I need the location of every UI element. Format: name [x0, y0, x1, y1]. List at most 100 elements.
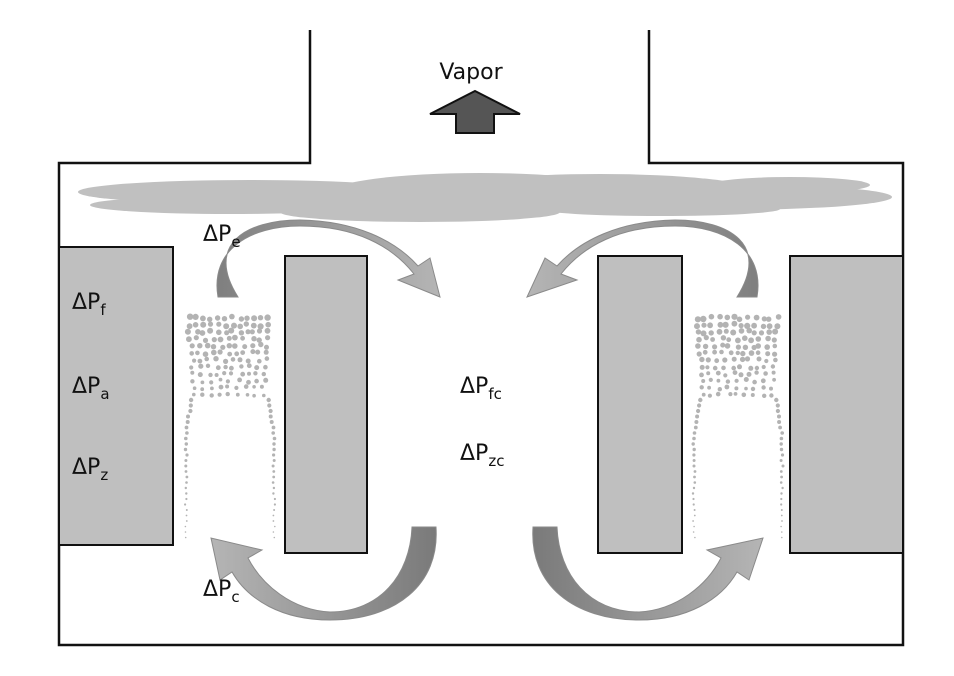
droplet: [707, 322, 713, 329]
droplet: [771, 337, 777, 343]
droplet: [254, 365, 260, 371]
droplet: [705, 357, 711, 363]
droplet: [780, 497, 783, 501]
droplet: [210, 344, 217, 350]
droplet: [702, 343, 709, 350]
droplet: [738, 323, 744, 329]
droplet: [189, 351, 194, 356]
droplet: [225, 384, 230, 389]
droplet: [257, 315, 264, 321]
droplet: [701, 322, 707, 328]
droplet: [240, 350, 246, 355]
droplet: [738, 372, 744, 378]
droplet: [751, 344, 757, 351]
droplet: [712, 365, 718, 371]
vapor-up-arrow-icon: [429, 89, 521, 134]
droplet: [699, 372, 704, 378]
droplet: [207, 316, 213, 322]
droplet: [253, 371, 258, 376]
droplet: [728, 392, 733, 397]
droplet: [781, 536, 783, 539]
droplet: [234, 385, 239, 390]
droplet: [731, 313, 738, 320]
droplet: [240, 335, 246, 341]
droplet: [223, 323, 230, 330]
droplet: [272, 520, 275, 522]
droplet: [186, 313, 194, 320]
droplet: [185, 509, 188, 511]
droplet: [238, 330, 245, 336]
droplet: [758, 330, 765, 336]
droplet: [692, 453, 696, 457]
droplet: [245, 393, 250, 397]
droplet: [753, 314, 760, 321]
droplet: [224, 330, 230, 336]
droplet: [697, 403, 702, 408]
droplet: [780, 514, 783, 517]
droplet: [764, 344, 770, 350]
droplet: [199, 330, 206, 336]
droplet: [765, 351, 771, 357]
droplet: [190, 379, 195, 384]
droplet: [226, 335, 232, 341]
droplet: [192, 358, 197, 363]
droplet: [693, 475, 696, 479]
droplet: [693, 525, 695, 528]
droplet: [267, 403, 272, 408]
label-dp-a: ΔPa: [72, 374, 110, 403]
droplet: [184, 536, 187, 539]
droplet: [707, 385, 711, 390]
droplet: [732, 370, 738, 375]
droplet: [701, 392, 706, 397]
droplet: [251, 315, 258, 322]
droplet: [218, 377, 223, 382]
droplet: [192, 313, 199, 320]
label-dp-c-sub: c: [231, 588, 239, 606]
droplet: [750, 393, 755, 397]
label-dp-f-sub: f: [100, 301, 106, 319]
droplet: [715, 370, 721, 376]
droplet: [694, 323, 700, 330]
droplet: [184, 531, 187, 533]
droplet: [692, 459, 696, 462]
droplet: [696, 351, 702, 357]
droplet: [739, 356, 746, 363]
droplet: [244, 315, 250, 321]
droplet: [744, 386, 748, 391]
droplet: [271, 464, 275, 468]
droplet: [211, 349, 217, 356]
svg-text:ΔPfc: ΔPfc: [460, 374, 502, 403]
droplet: [200, 380, 205, 385]
droplet: [216, 321, 222, 327]
droplet: [777, 420, 782, 424]
droplet: [184, 328, 191, 335]
droplet: [214, 373, 219, 377]
label-dp-z-sub: z: [100, 466, 108, 484]
droplet: [775, 314, 782, 320]
droplet: [223, 364, 228, 370]
droplet: [222, 371, 227, 376]
droplet: [700, 315, 707, 323]
droplet: [272, 531, 275, 533]
droplet: [186, 323, 193, 330]
droplet: [272, 470, 276, 473]
droplet: [220, 344, 226, 350]
droplet: [197, 343, 203, 349]
droplet: [208, 372, 213, 378]
droplet: [774, 323, 781, 330]
droplet: [184, 425, 189, 430]
droplet: [761, 385, 766, 390]
droplet: [722, 357, 728, 363]
droplet: [722, 321, 729, 328]
droplet: [255, 349, 261, 355]
droplet: [272, 486, 276, 490]
droplet: [778, 425, 782, 430]
droplet: [264, 327, 271, 334]
droplet: [258, 341, 264, 348]
droplet: [780, 492, 783, 495]
droplet: [762, 393, 767, 398]
droplet: [748, 337, 754, 344]
droplet: [252, 385, 256, 389]
droplet: [780, 431, 784, 435]
droplet: [734, 386, 739, 391]
